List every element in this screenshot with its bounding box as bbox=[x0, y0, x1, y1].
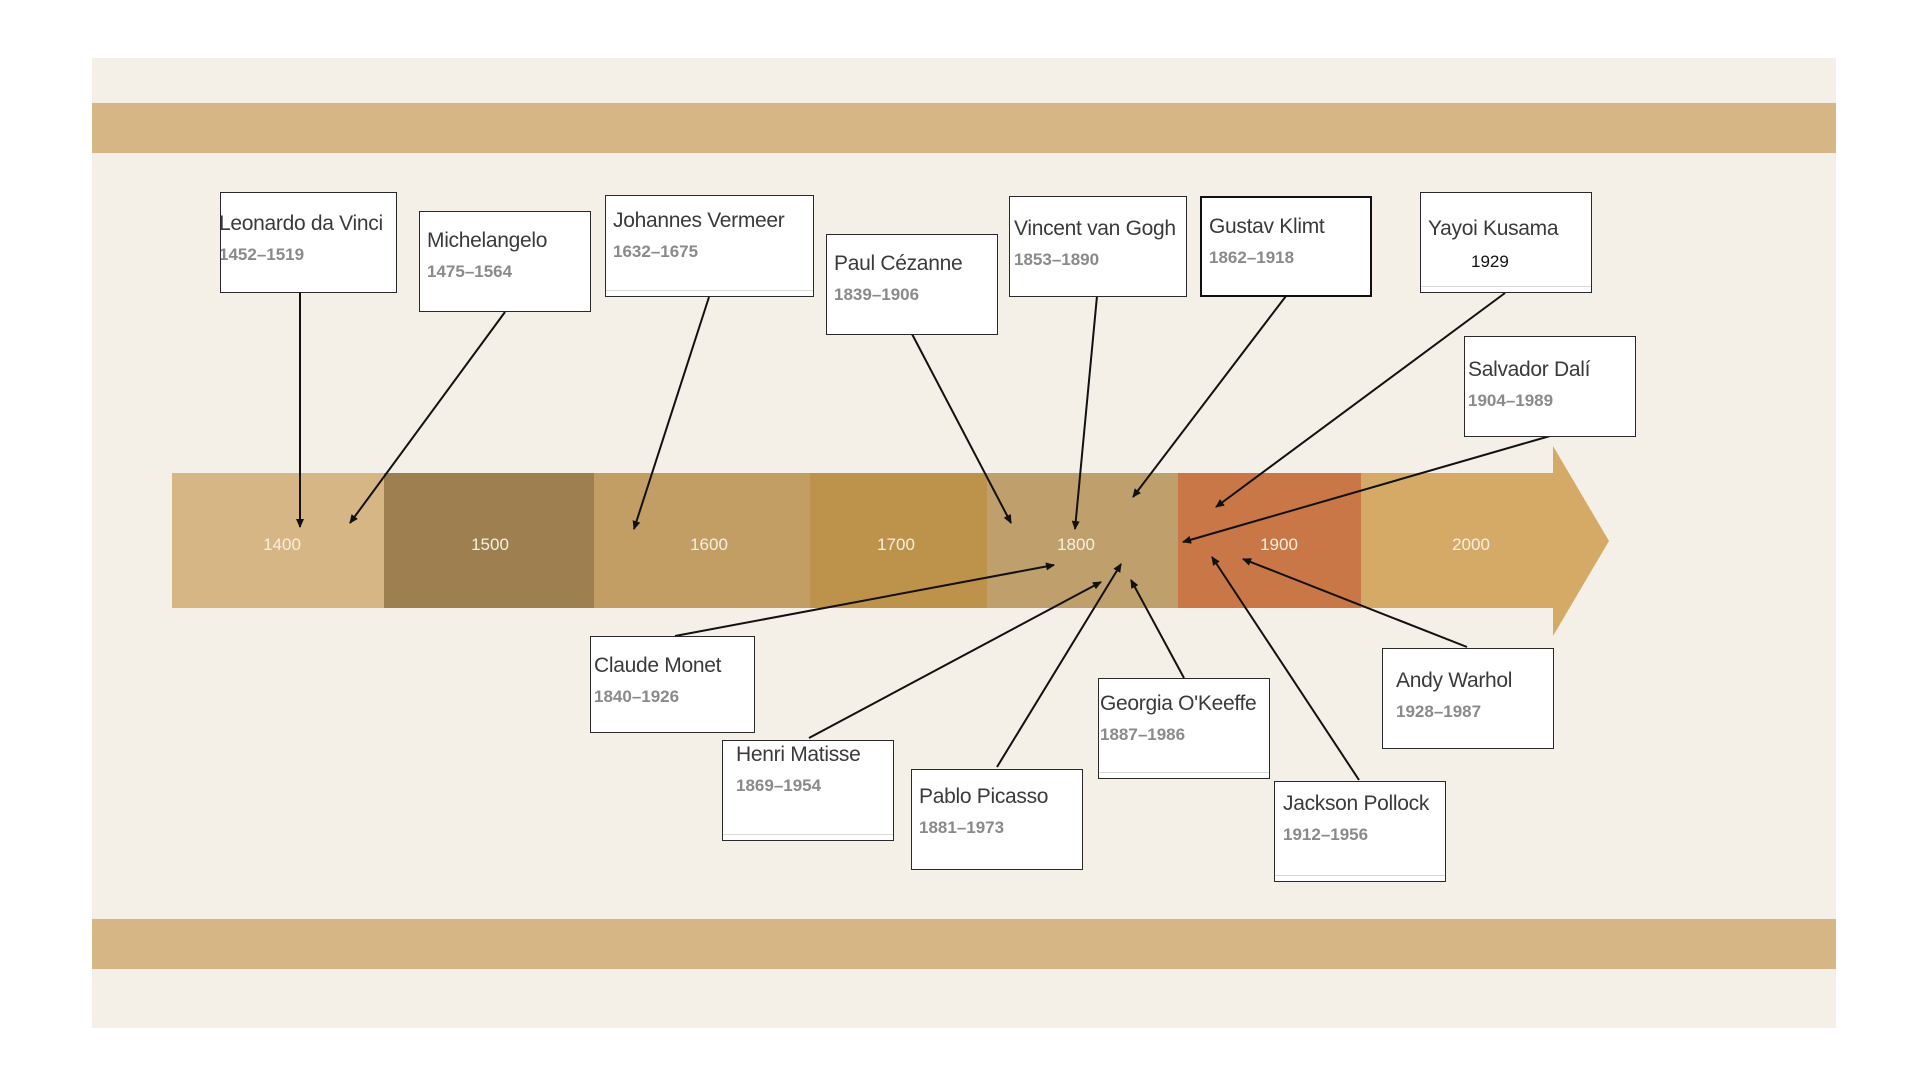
segment-label-1500: 1500 bbox=[471, 535, 509, 554]
artist-card-klimt: Gustav Klimt 1862–1918 bbox=[1200, 196, 1372, 297]
artist-name: Henri Matisse bbox=[736, 743, 861, 766]
card-divider bbox=[1099, 772, 1269, 773]
card-divider bbox=[606, 290, 813, 291]
artist-card-leonardo: Leonardo da Vinci 1452–1519 bbox=[220, 192, 397, 293]
artist-card-okeeffe: Georgia O'Keeffe 1887–1986 bbox=[1098, 678, 1270, 779]
artist-dates: 1928–1987 bbox=[1396, 702, 1482, 721]
segment-label-1900: 1900 bbox=[1260, 535, 1298, 554]
segment-label-1600: 1600 bbox=[690, 535, 728, 554]
artist-dates: 1475–1564 bbox=[427, 262, 513, 281]
segment-label-1800: 1800 bbox=[1057, 535, 1095, 554]
artist-name: Vincent van Gogh bbox=[1014, 217, 1176, 240]
artist-card-kusama: Yayoi Kusama 1929 bbox=[1420, 192, 1592, 293]
artist-dates: 1929 bbox=[1471, 252, 1509, 271]
card-divider bbox=[1275, 875, 1445, 876]
artist-dates: 1840–1926 bbox=[594, 687, 680, 706]
artist-name: Salvador Dalí bbox=[1468, 358, 1591, 381]
artist-card-monet: Claude Monet 1840–1926 bbox=[590, 636, 755, 733]
artist-name: Johannes Vermeer bbox=[613, 209, 785, 232]
artist-name: Michelangelo bbox=[427, 229, 548, 252]
artist-card-vermeer: Johannes Vermeer 1632–1675 bbox=[605, 195, 814, 297]
artist-dates: 1862–1918 bbox=[1209, 248, 1295, 267]
artist-dates: 1869–1954 bbox=[736, 776, 822, 795]
card-divider bbox=[723, 834, 893, 835]
top-banner bbox=[92, 103, 1836, 153]
segment-label-1700: 1700 bbox=[877, 535, 915, 554]
artist-dates: 1887–1986 bbox=[1100, 725, 1186, 744]
artist-dates: 1839–1906 bbox=[834, 285, 920, 304]
artist-dates: 1452–1519 bbox=[220, 245, 305, 264]
artist-name: Gustav Klimt bbox=[1209, 215, 1325, 238]
artist-dates: 1632–1675 bbox=[613, 242, 699, 261]
segment-label-2000: 2000 bbox=[1452, 535, 1490, 554]
artist-name: Andy Warhol bbox=[1396, 669, 1513, 692]
artist-card-dali: Salvador Dalí 1904–1989 bbox=[1464, 336, 1636, 437]
artist-card-cezanne: Paul Cézanne 1839–1906 bbox=[826, 234, 998, 335]
artist-name: Jackson Pollock bbox=[1283, 792, 1430, 815]
artist-card-warhol: Andy Warhol 1928–1987 bbox=[1382, 648, 1554, 749]
artist-name: Pablo Picasso bbox=[919, 785, 1049, 808]
artist-card-pollock: Jackson Pollock 1912–1956 bbox=[1274, 781, 1446, 882]
artist-dates: 1881–1973 bbox=[919, 818, 1005, 837]
artist-name: Claude Monet bbox=[594, 654, 722, 677]
segment-label-1400: 1400 bbox=[263, 535, 301, 554]
artist-name: Paul Cézanne bbox=[834, 252, 963, 275]
artist-card-michelangelo: Michelangelo 1475–1564 bbox=[419, 211, 591, 312]
bottom-banner bbox=[92, 919, 1836, 969]
artist-card-matisse: Henri Matisse 1869–1954 bbox=[722, 740, 894, 841]
card-divider bbox=[1421, 286, 1591, 287]
artist-card-picasso: Pablo Picasso 1881–1973 bbox=[911, 769, 1083, 870]
artist-dates: 1853–1890 bbox=[1014, 250, 1100, 269]
artist-dates: 1904–1989 bbox=[1468, 391, 1554, 410]
artist-name: Leonardo da Vinci bbox=[220, 212, 383, 235]
artist-card-van-gogh: Vincent van Gogh 1853–1890 bbox=[1009, 196, 1187, 297]
artist-name: Georgia O'Keeffe bbox=[1100, 692, 1257, 715]
artist-dates: 1912–1956 bbox=[1283, 825, 1369, 844]
artist-name: Yayoi Kusama bbox=[1428, 217, 1559, 240]
